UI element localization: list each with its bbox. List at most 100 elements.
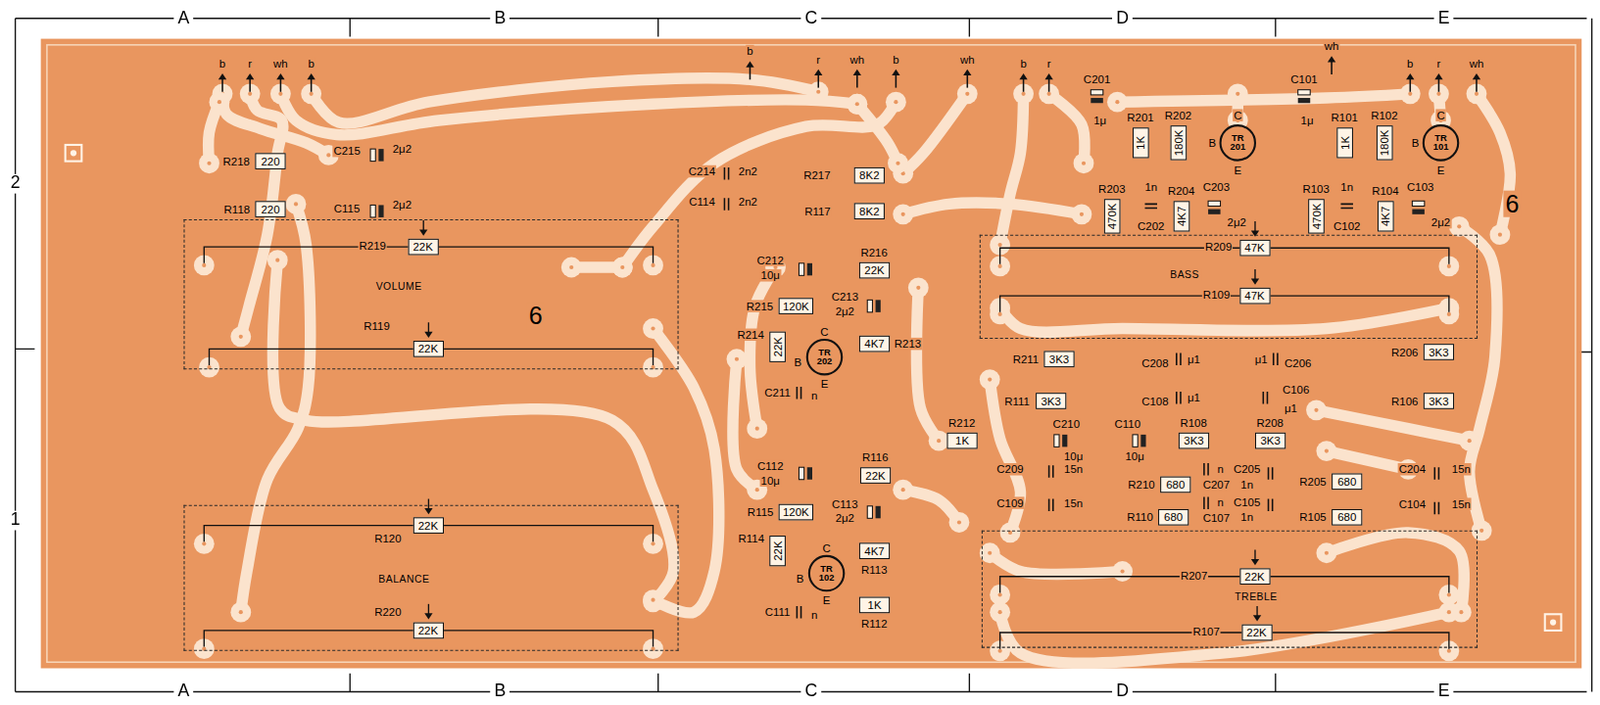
pad-hole [998,649,1003,654]
part-value: 4K7 [1175,206,1189,227]
pad-hole [1447,592,1452,597]
part-label: C202 [1136,220,1165,234]
part-designator: R113 [860,563,889,577]
resistor-symbol: R2044K7 [1173,200,1191,232]
solder-pad [642,318,664,340]
pad-hole [1115,99,1119,104]
part-value: 47K [1244,289,1264,302]
pad-hole [1407,92,1412,97]
capacitor-negative [1062,435,1067,448]
part-designator: R103 [1301,182,1330,195]
capacitor-negative [1208,209,1220,215]
part-value: 47K [1244,241,1264,254]
part-label: C105 [1232,495,1261,509]
pad-hole [650,598,655,603]
part-label: 2μ2 [834,512,856,526]
pad-hole [1447,264,1452,269]
part-designator: R105 [1298,511,1327,525]
pad-ring [612,257,633,279]
pad-hole [247,92,252,97]
resistor-symbol: R21422K [769,332,786,363]
wiper-arrow [1251,230,1260,237]
part-value: 220 [260,154,280,168]
resistor-symbol: R203470K [1104,198,1121,234]
part-label: C210 [1052,417,1081,431]
copper-trace [903,202,1082,215]
capacitor-plates [1268,499,1273,513]
part-designator: R212 [947,416,976,430]
frame [15,18,1593,693]
control-group: VOLUMER21922KR11922K [183,219,679,370]
copper-trace [916,288,939,441]
copper-trace [1458,226,1498,532]
capacitor-symbol [798,467,813,481]
resistor-symbol: R210680 [1160,477,1191,494]
wire-colour: wh [1468,56,1486,70]
wire-arrow [853,69,862,76]
resistor-symbol: R11422K [769,535,786,567]
part-label: 1n [1143,180,1159,194]
capacitor-negative [807,467,813,481]
capacitor-plates [1340,203,1353,208]
wire-colour: wh [959,52,976,66]
pad-hole [998,610,1003,615]
part-value: 1K [955,435,970,448]
part-designator: R217 [802,168,831,182]
group-label: BASS [1167,269,1202,281]
part-label: 1n [1239,511,1255,525]
capacitor-body [1054,435,1060,448]
wire-colour: b [218,56,227,70]
pad-hole [755,487,760,492]
wire-arrow [1434,73,1443,80]
capacitor-plates [1434,502,1439,516]
wiper-arrow [424,613,433,620]
pad-hole [275,258,280,263]
grid-reference: E [1434,8,1455,28]
part-designator: R205 [1298,475,1327,488]
wire-arrow [1018,73,1027,80]
wiper-line [428,604,430,615]
pad-hole [1020,92,1025,97]
resistor-symbol: R21622K [859,262,890,280]
resistor-symbol: R1178K2 [854,202,885,220]
solder-pad [198,152,220,174]
solder-pad [1227,83,1249,104]
solder-pad [1306,399,1327,421]
pad-hole [1447,610,1452,615]
pad-ring [1490,224,1511,245]
pad-ring [885,92,907,113]
pad-ring [612,257,633,279]
capacitor-symbol [1054,435,1068,448]
solder-pad [892,203,914,225]
solder-pad [727,348,748,370]
part-label: 15n [1451,497,1472,511]
grid-frame [15,18,1593,693]
resistor-symbol: R2083K3 [1255,433,1286,450]
pad-hole [650,263,655,268]
capacitor-symbol [1273,353,1278,367]
capacitor-symbol [1090,90,1103,104]
part-designator: R220 [373,606,402,620]
capacitor-negative [1140,435,1146,448]
capacitor-symbol [1176,391,1181,405]
solder-pad [1107,92,1128,113]
pad-hole [1479,529,1484,534]
part-designator: R116 [861,450,890,464]
potentiometer-track [1000,632,1450,650]
part-designator: R210 [1126,478,1156,491]
part-label: C [1435,108,1446,122]
part-value: 22K [864,264,884,278]
transistor-label: TR 202 [815,347,834,367]
capacitor-symbol [1208,200,1220,215]
pad-ring [1112,561,1133,582]
pad-ring [892,480,914,501]
part-value: 120K [782,299,810,313]
part-designator: R107 [1191,626,1220,639]
part-label: C207 [1202,479,1231,492]
board-number: 6 [527,302,545,330]
wiper-line [1254,221,1256,232]
part-label: C213 [830,290,860,304]
pad-hole [1436,92,1441,97]
wiper-line [1256,606,1258,617]
